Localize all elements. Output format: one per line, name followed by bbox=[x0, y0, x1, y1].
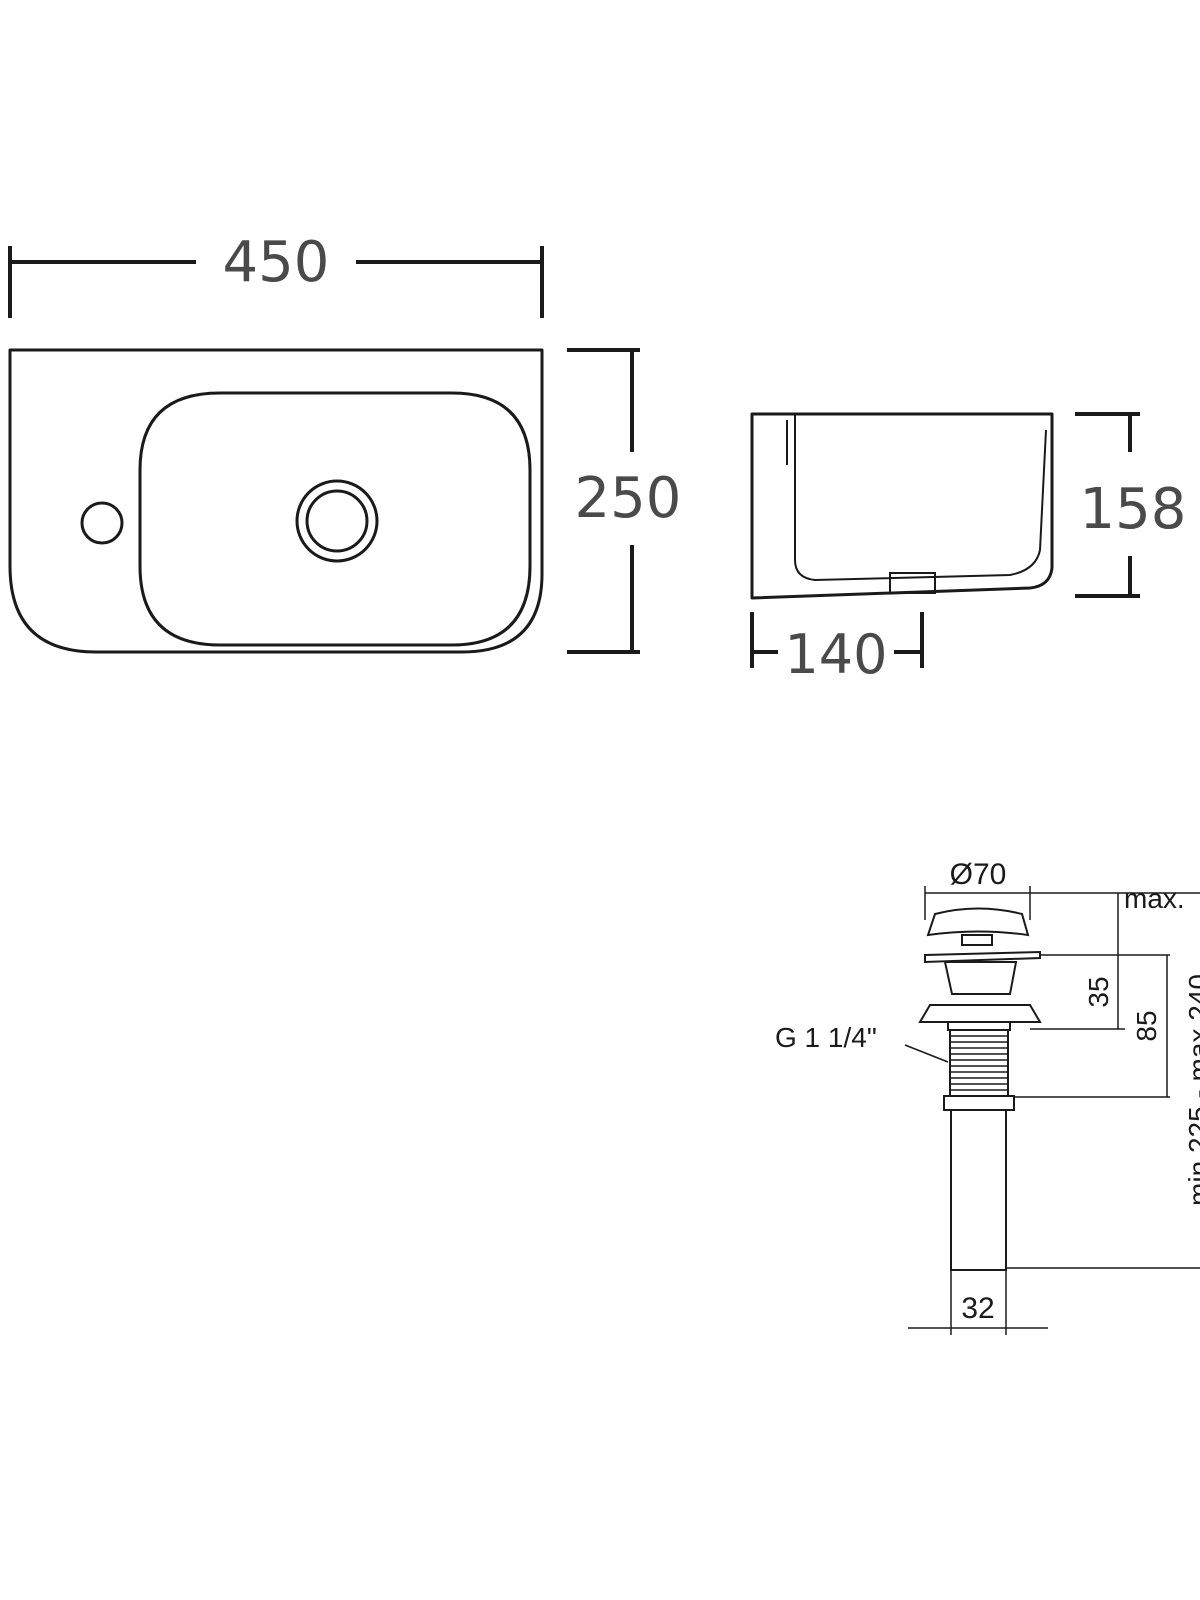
drain-cap bbox=[926, 907, 1030, 937]
dim-35-label: 35 bbox=[1083, 976, 1114, 1007]
faucet-hole bbox=[80, 501, 124, 545]
drain-thread bbox=[949, 1029, 1009, 1097]
max-label: max. bbox=[1124, 883, 1185, 914]
depth-dimension: 250 bbox=[567, 348, 682, 654]
drain-nut bbox=[943, 1095, 1015, 1111]
basin-top-view: 450 250 bbox=[8, 230, 682, 654]
width-label: 450 bbox=[223, 230, 330, 295]
range-label: min.225 - max.240 bbox=[1183, 974, 1200, 1206]
basin-bowl bbox=[138, 391, 532, 647]
width-dimension: 450 bbox=[8, 230, 544, 318]
bottom-label: 140 bbox=[784, 623, 887, 686]
thread-lines bbox=[950, 1035, 1008, 1091]
thread-label: G 1 1/4" bbox=[775, 1022, 877, 1053]
drain-detail: Ø70 G 1 1/4" bbox=[775, 858, 1200, 1335]
drain-body bbox=[943, 961, 1018, 995]
tail-pipe bbox=[950, 1109, 1007, 1271]
height-dimension: 158 bbox=[1075, 412, 1187, 598]
dim-85-label: 85 bbox=[1131, 1010, 1162, 1041]
basin-outline bbox=[8, 348, 544, 654]
diameter-label: Ø70 bbox=[950, 858, 1007, 891]
basin-side-view: 158 140 bbox=[750, 412, 1187, 686]
side-drain-slot bbox=[889, 572, 936, 594]
height-label: 158 bbox=[1080, 477, 1187, 542]
drain-inner bbox=[305, 489, 369, 553]
pipe-width-label: 32 bbox=[961, 1292, 994, 1325]
drain-flange bbox=[924, 950, 1041, 964]
side-bowl-inner bbox=[794, 414, 1047, 582]
side-outline bbox=[750, 412, 1054, 600]
depth-label: 250 bbox=[575, 466, 682, 531]
drain-outer bbox=[295, 479, 379, 563]
bottom-dimension: 140 bbox=[750, 612, 924, 686]
